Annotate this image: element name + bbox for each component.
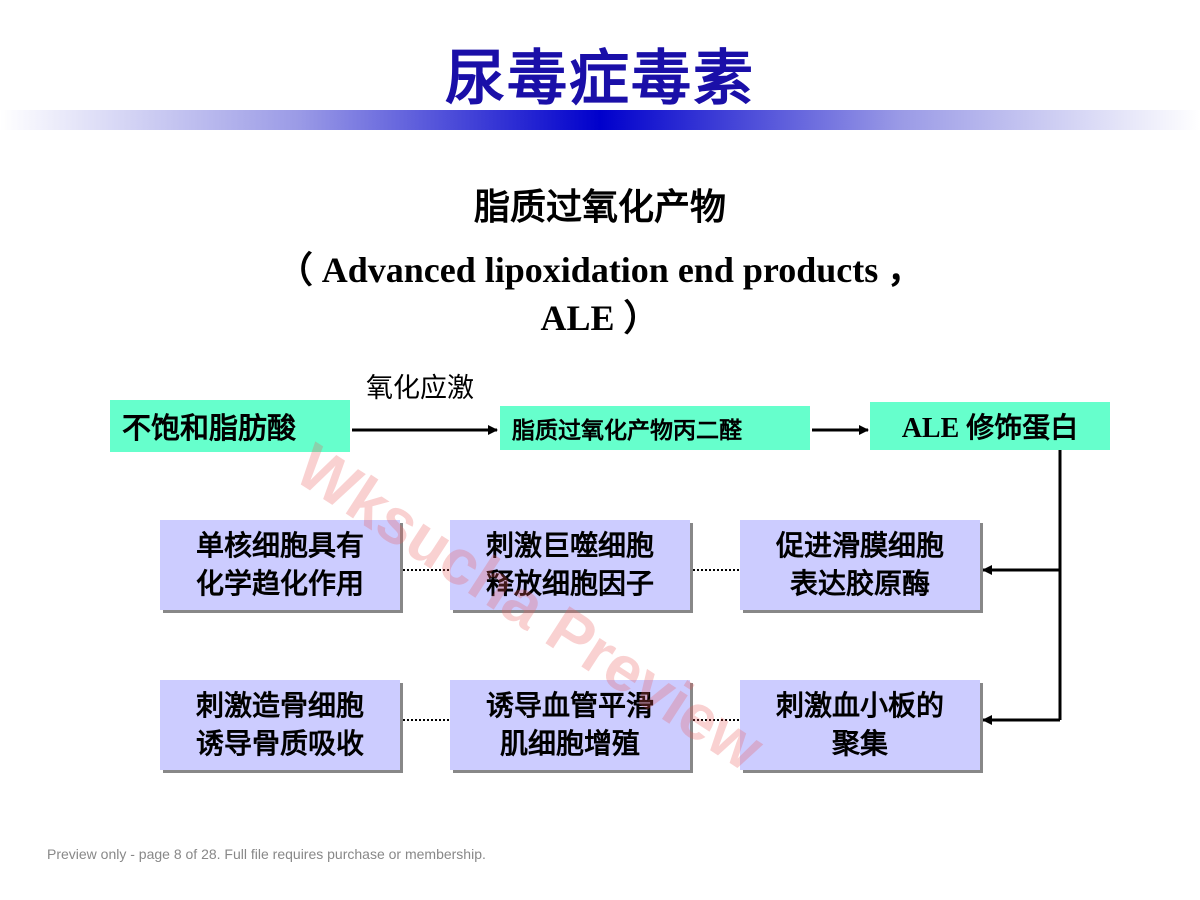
effect-line: 刺激造骨细胞	[195, 689, 364, 722]
slide-title: 尿毒症毒素	[445, 44, 755, 114]
effect-line: 诱导骨质吸收	[195, 727, 364, 760]
effect-line: 化学趋化作用	[195, 567, 364, 600]
effect-synovial-collagenase: 促进滑膜细胞 表达胶原酶	[740, 520, 980, 610]
effect-line: 单核细胞具有	[195, 529, 364, 562]
effect-macrophage-cytokine: 刺激巨噬细胞 释放细胞因子	[450, 520, 690, 610]
effect-line: 刺激血小板的	[775, 689, 944, 722]
effect-osteoblast-resorption: 刺激造骨细胞 诱导骨质吸收	[160, 680, 400, 770]
effect-line: 促进滑膜细胞	[775, 529, 944, 562]
node-unsaturated-fatty-acid: 不饱和脂肪酸	[110, 400, 350, 452]
oxidative-stress-label: 氧化应激	[366, 373, 474, 404]
effect-line: 表达胶原酶	[789, 567, 930, 600]
effect-line: 释放细胞因子	[485, 567, 654, 600]
title-gradient-bar	[0, 110, 1200, 130]
preview-footer: Preview only - page 8 of 28. Full file r…	[47, 846, 486, 862]
subtitle-chinese: 脂质过氧化产物	[473, 187, 726, 228]
node-ale-modified-protein: ALE 修饰蛋白	[870, 402, 1110, 450]
effect-platelet-aggregation: 刺激血小板的 聚集	[740, 680, 980, 770]
effect-vsmc-proliferation: 诱导血管平滑 肌细胞增殖	[450, 680, 690, 770]
effect-monocyte-chemotaxis: 单核细胞具有 化学趋化作用	[160, 520, 400, 610]
effect-line: 聚集	[831, 727, 888, 760]
subtitle-english-line2: ALE ）	[540, 298, 660, 338]
subtitle-english: （ Advanced lipoxidation end products ， A…	[250, 246, 950, 342]
effect-line: 诱导血管平滑	[485, 689, 654, 722]
effect-line: 肌细胞增殖	[499, 727, 640, 760]
effect-line: 刺激巨噬细胞	[485, 529, 654, 562]
node-malondialdehyde: 脂质过氧化产物丙二醛	[500, 406, 810, 450]
subtitle-english-line1: （ Advanced lipoxidation end products ，	[276, 250, 924, 290]
